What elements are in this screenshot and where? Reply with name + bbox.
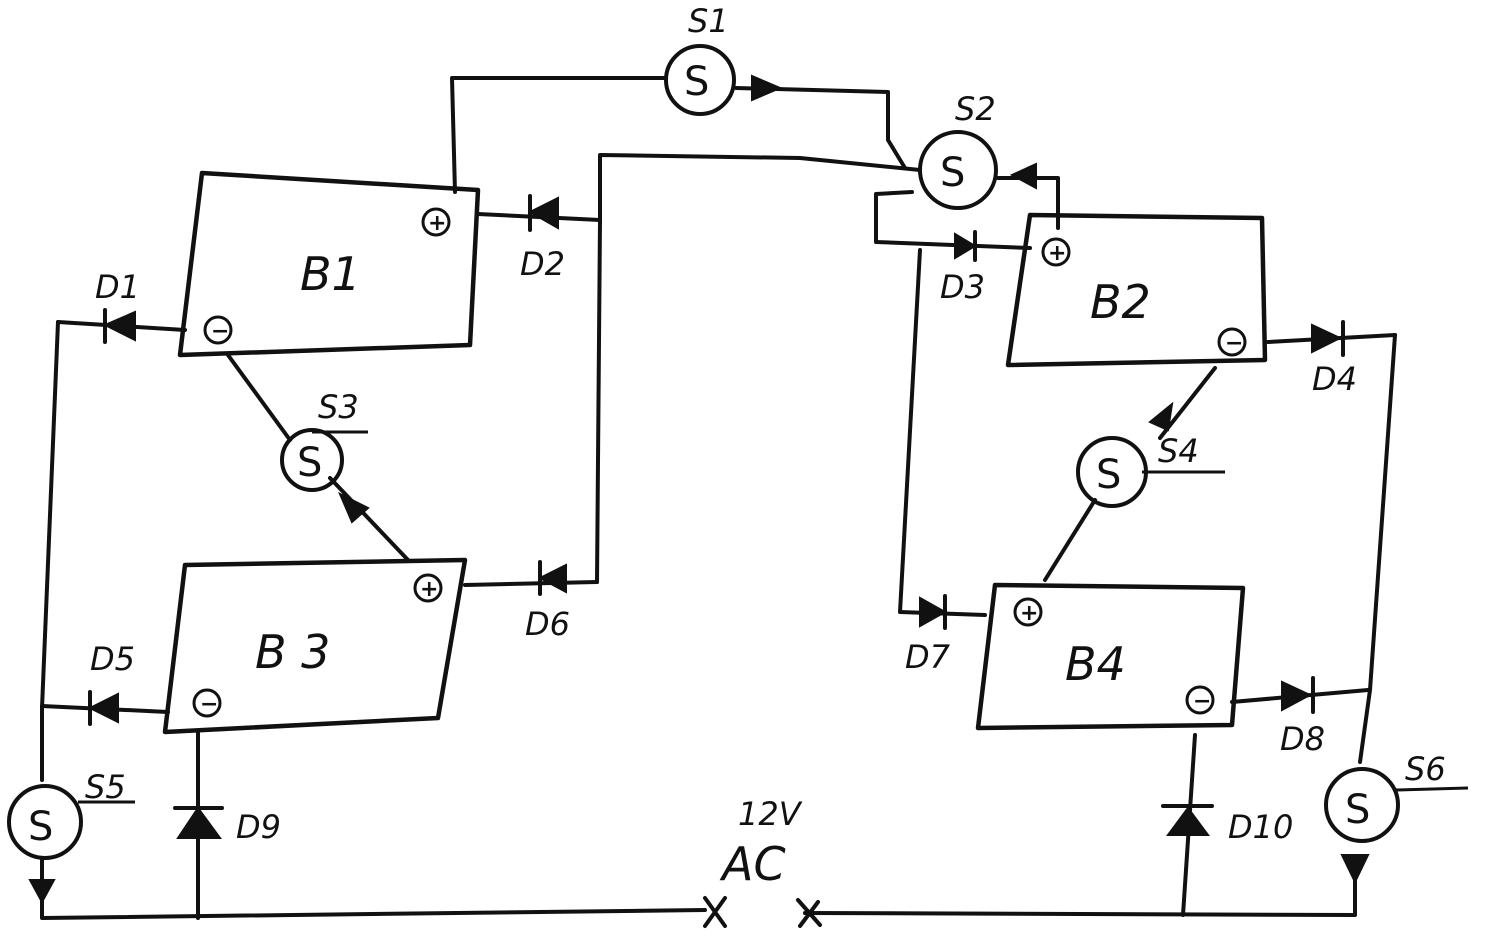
switch-s4-symbol: S: [1096, 452, 1121, 498]
b4-plus-terminal: +: [1020, 601, 1038, 626]
battery-b4: B4 + −: [975, 582, 1246, 731]
wire-s3-b3plus: [328, 476, 410, 562]
battery-b3: B 3 + −: [162, 557, 468, 735]
battery-b2: B2 + −: [1005, 212, 1268, 368]
b2-plus-terminal: +: [1048, 241, 1066, 266]
diode-d4: D4: [1311, 320, 1357, 398]
diode-d7: D7: [905, 594, 951, 676]
b2-minus-terminal: −: [1225, 331, 1243, 356]
battery-b1-label: B1: [300, 247, 361, 301]
wire-s2-to-d3: [874, 190, 1032, 250]
battery-b3-label: B 3: [255, 625, 330, 679]
ac-voltage-label: 12V: [738, 795, 803, 833]
switch-s1-label: S1: [688, 2, 729, 40]
wire-d6-b3plus: [463, 580, 599, 587]
switch-s5-label: S5: [85, 768, 126, 806]
b4-minus-terminal: −: [1193, 689, 1211, 714]
switch-s2-label: S2: [955, 90, 996, 128]
diode-d1-label: D1: [95, 268, 140, 306]
diode-d9-label: D9: [236, 808, 281, 846]
wire-b1minus-s3: [226, 353, 292, 442]
switch-s3-label: S3: [318, 388, 359, 426]
diode-d2-label: D2: [520, 245, 565, 283]
switch-s6-label: S6: [1405, 750, 1446, 788]
wire-b1-to-s1: [450, 76, 668, 194]
wire-s5-bottom: [40, 858, 707, 920]
switch-s1: S S1: [664, 2, 783, 116]
wire-bottom-right: [803, 868, 1357, 917]
b1-minus-terminal: −: [211, 319, 229, 344]
wire-d3-d7-vertical: [898, 248, 987, 617]
diode-d8: D8: [1280, 676, 1325, 758]
wires: [40, 76, 1397, 920]
switch-s6: S S6: [1324, 750, 1469, 885]
b3-plus-terminal: +: [420, 577, 438, 602]
b1-plus-terminal: +: [428, 211, 446, 236]
diode-d4-label: D4: [1312, 360, 1357, 398]
wire-s1-to-s2: [734, 86, 907, 170]
diode-d3-label: D3: [940, 268, 985, 306]
switch-s4-label: S4: [1158, 432, 1199, 470]
switch-s4: S S4: [1076, 401, 1225, 508]
switch-s3-symbol: S: [297, 440, 322, 486]
switch-s3: S S3: [280, 388, 370, 524]
diode-d3: D3: [940, 230, 985, 306]
diode-d10-label: D10: [1228, 808, 1293, 846]
diode-d7-label: D7: [905, 638, 951, 676]
battery-b4-label: B4: [1065, 637, 1126, 691]
b3-minus-terminal: −: [200, 692, 218, 717]
switch-s1-symbol: S: [684, 59, 709, 105]
diode-d8-label: D8: [1280, 720, 1325, 758]
switch-s5: S S5: [7, 768, 135, 905]
diode-d2: D2: [520, 194, 565, 283]
switch-s5-symbol: S: [28, 804, 53, 850]
diode-d6: D6: [525, 560, 570, 643]
wire-s4-b4plus: [1043, 498, 1097, 582]
switch-s2: S S2: [918, 90, 1037, 210]
diode-d5: D5: [87, 640, 135, 726]
wire-d2-d6-vertical: [595, 218, 602, 584]
switch-s2-symbol: S: [940, 150, 965, 196]
battery-b2-label: B2: [1090, 275, 1151, 329]
wire-right-rail: [1358, 333, 1397, 764]
diode-d5-label: D5: [90, 640, 135, 678]
ac-source: 12V AC: [703, 795, 822, 928]
wire-d2-to-s2: [598, 153, 922, 224]
diode-d1: D1: [95, 268, 140, 344]
battery-b1: B1 + −: [177, 170, 481, 358]
diode-d10: D10: [1161, 804, 1293, 846]
switch-s6-symbol: S: [1345, 787, 1370, 833]
ac-type-label: AC: [719, 837, 786, 891]
diode-d6-label: D6: [525, 605, 570, 643]
wire-left-rail: [40, 320, 60, 782]
diode-d9: D9: [173, 806, 281, 846]
